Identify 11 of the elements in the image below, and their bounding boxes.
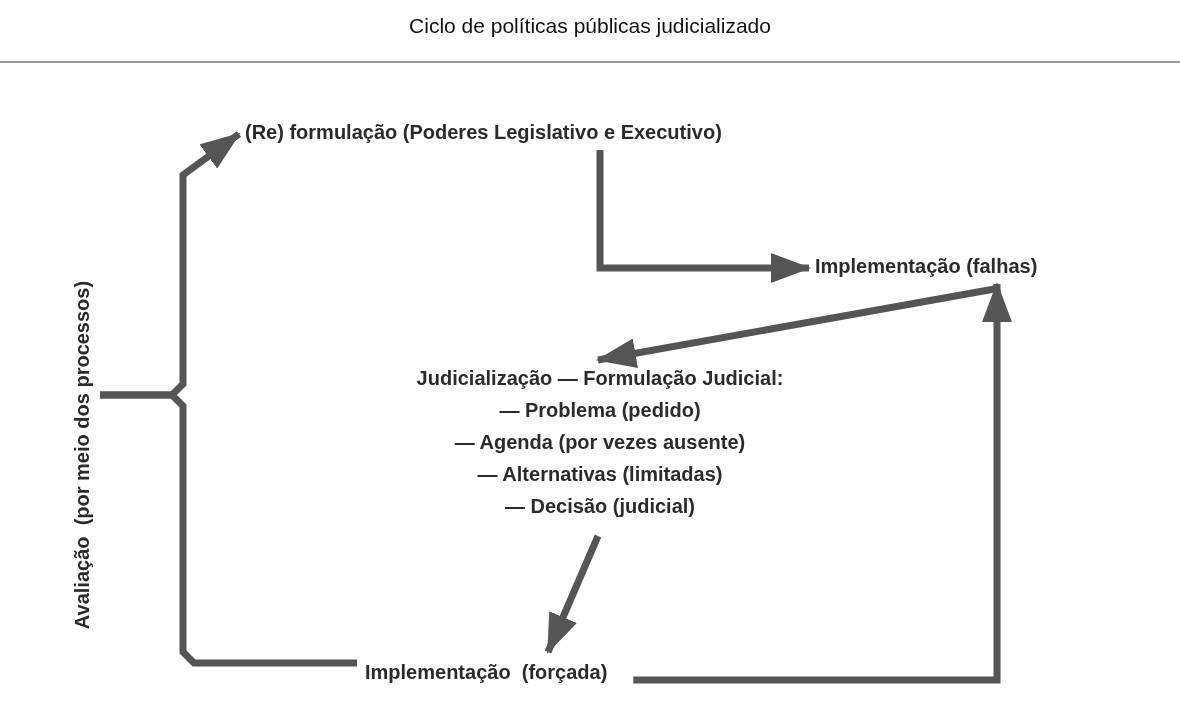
stage-label: Implementação (falhas): [815, 254, 1038, 279]
stage-label: (Re) formulação (Poderes Legislativo e Executivo): [245, 120, 722, 145]
diagram-title: Ciclo de políticas públicas judicializado: [409, 14, 771, 38]
list-item: — Agenda (por vezes ausente): [453, 430, 747, 455]
vertical-stage-label: Avaliação (por meio dos processos): [70, 280, 94, 630]
stage-label: Implementação (forçada): [365, 660, 608, 685]
list-item: — Decisão (judicial): [503, 494, 697, 519]
list-item: — Alternativas (limitadas): [476, 462, 724, 487]
list-item: — Problema (pedido): [498, 398, 702, 423]
stage-heading: Judicialização — Formulação Judicial:: [415, 366, 785, 391]
arrow: [544, 534, 602, 654]
